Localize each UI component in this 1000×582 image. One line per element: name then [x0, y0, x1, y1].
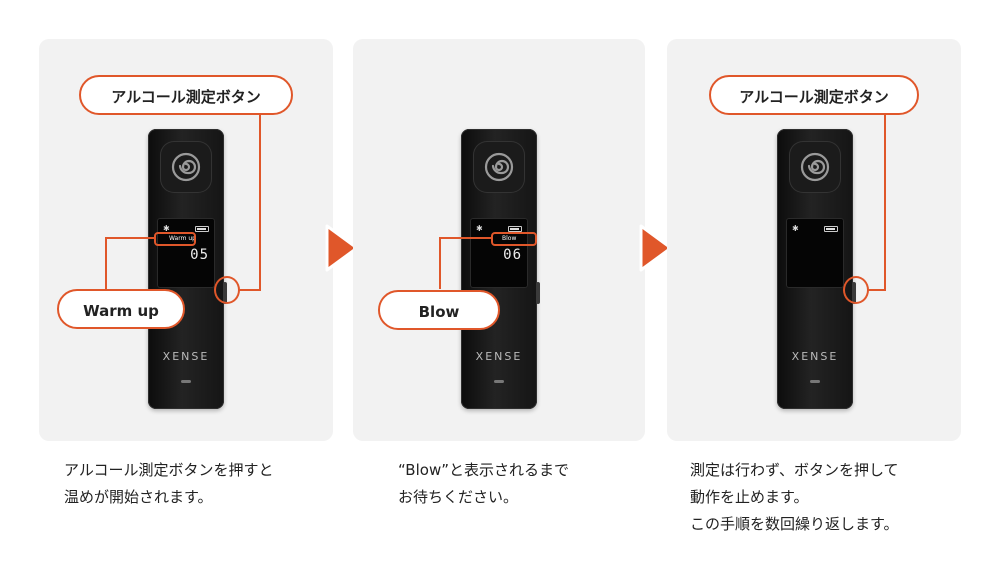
brand-logo: XENSE	[791, 350, 839, 363]
mouthpiece	[160, 141, 212, 193]
spiral-icon	[484, 152, 514, 182]
spiral-icon	[800, 152, 830, 182]
indicator-led	[494, 380, 504, 383]
caption-line: お待ちください。	[398, 488, 519, 506]
bluetooth-icon: ✱	[163, 224, 170, 233]
caption-line: 動作を止めます。	[690, 488, 809, 506]
caption-line: この手順を数回繰り返します。	[690, 515, 899, 533]
alcohol-button-label: アルコール測定ボタン	[79, 75, 293, 115]
callout-line	[867, 289, 886, 291]
screen-status-text: Warm up	[169, 235, 196, 242]
battery-icon	[195, 226, 209, 232]
callout-line	[439, 237, 441, 289]
blow-label: Blow	[378, 290, 500, 330]
screen-highlight-box	[154, 232, 196, 246]
device-screen: ✱	[786, 218, 844, 288]
screen-status-text: Blow	[502, 235, 517, 242]
alcohol-measure-button[interactable]	[536, 282, 540, 304]
caption-line: 測定は行わず、ボタンを押して	[690, 461, 899, 479]
device-screen: ✱ Warm up 05	[157, 218, 215, 288]
play-arrow-icon	[639, 224, 673, 272]
callout-line	[105, 237, 107, 289]
caption-line: 温めが開始されます。	[64, 488, 213, 506]
bluetooth-icon: ✱	[476, 224, 483, 233]
callout-line	[105, 237, 155, 239]
step-2-panel: ✱ Blow 06 XENSE Blow	[353, 39, 645, 441]
play-arrow-icon	[325, 224, 359, 272]
device-screen: ✱ Blow 06	[470, 218, 528, 288]
breathalyzer-device: ✱ Warm up 05 XENSE	[148, 129, 227, 409]
warm-up-label: Warm up	[57, 289, 185, 329]
indicator-led	[181, 380, 191, 383]
battery-icon	[824, 226, 838, 232]
caption-line: アルコール測定ボタンを押すと	[64, 461, 274, 479]
battery-icon	[508, 226, 522, 232]
callout-line	[238, 289, 261, 291]
breathalyzer-device: ✱ Blow 06 XENSE	[461, 129, 540, 409]
button-highlight-ring	[843, 276, 869, 304]
button-highlight-ring	[214, 276, 240, 304]
spiral-icon	[171, 152, 201, 182]
brand-logo: XENSE	[162, 350, 210, 363]
callout-line	[259, 113, 261, 291]
alcohol-button-label: アルコール測定ボタン	[709, 75, 919, 115]
screen-number: 05	[190, 247, 209, 263]
screen-number: 06	[503, 247, 522, 263]
brand-logo: XENSE	[475, 350, 523, 363]
mouthpiece	[473, 141, 525, 193]
screen-highlight-box	[491, 232, 537, 246]
mouthpiece	[789, 141, 841, 193]
caption-line: “Blow”と表示されるまで	[398, 461, 569, 479]
step-2-caption: “Blow”と表示されるまで お待ちください。	[398, 457, 569, 511]
step-1-panel: ✱ Warm up 05 XENSE アルコール測定ボタン Warm up	[39, 39, 333, 441]
step-3-panel: ✱ XENSE アルコール測定ボタン	[667, 39, 961, 441]
indicator-led	[810, 380, 820, 383]
breathalyzer-device: ✱ XENSE	[777, 129, 856, 409]
step-1-caption: アルコール測定ボタンを押すと 温めが開始されます。	[64, 457, 274, 511]
callout-line	[439, 237, 492, 239]
callout-line	[884, 113, 886, 291]
step-3-caption: 測定は行わず、ボタンを押して 動作を止めます。 この手順を数回繰り返します。	[690, 457, 899, 538]
bluetooth-icon: ✱	[792, 224, 799, 233]
